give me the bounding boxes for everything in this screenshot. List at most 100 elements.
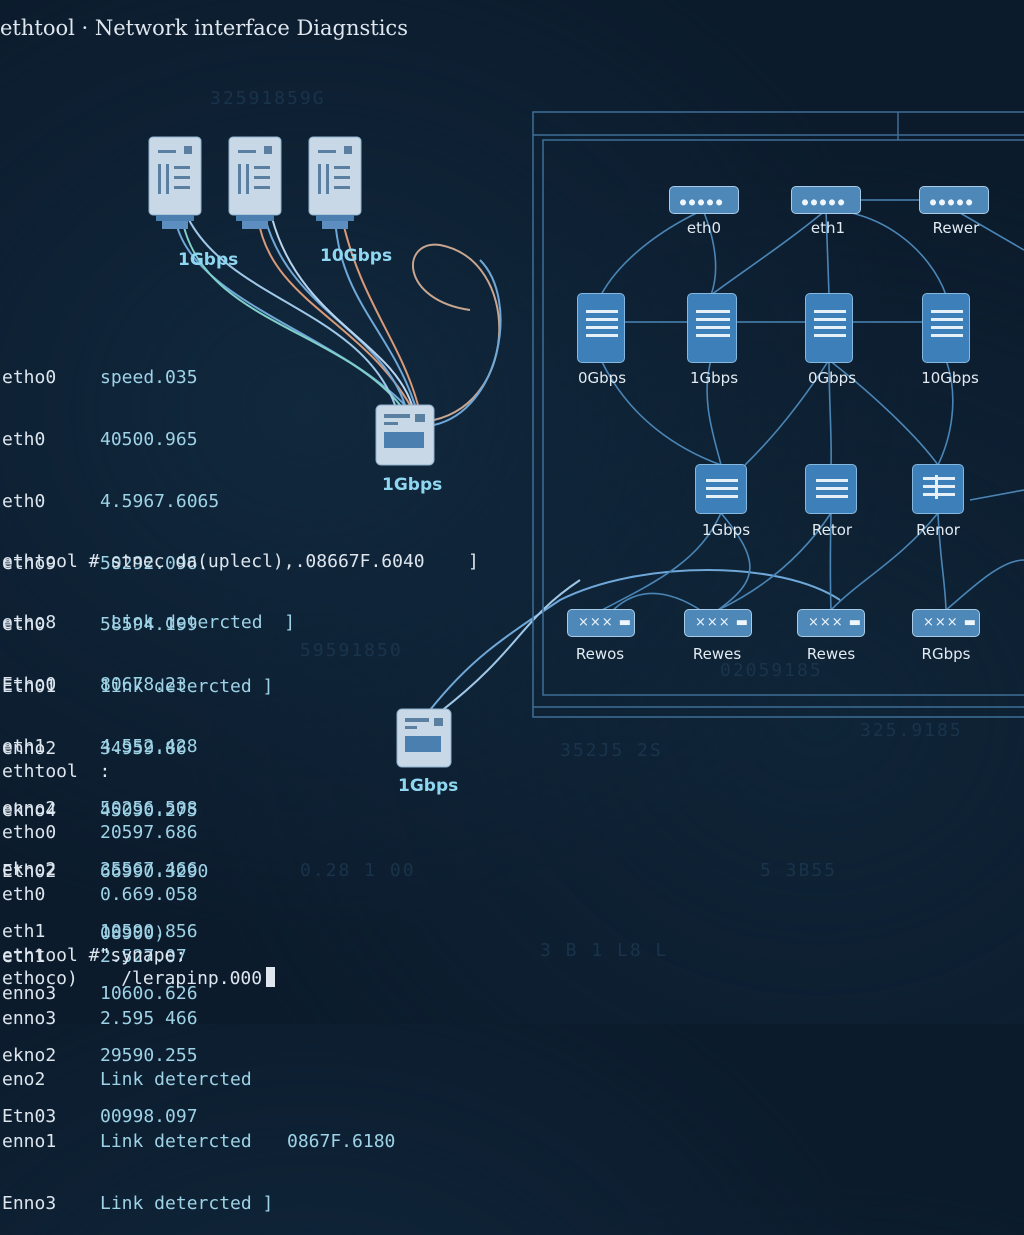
prompt-input-line[interactable]: ethoco) /lerapinp.000 [2, 967, 276, 989]
interface-row: etho9 50292.096. [2, 553, 208, 575]
interface-name: Enno3 [2, 1192, 57, 1214]
interface-value: 50256.508 [100, 797, 198, 819]
node-label: eth1 [810, 219, 846, 237]
interface-name: Eth02 [2, 861, 57, 883]
node-label: Rewes [692, 645, 742, 663]
interface-name: Etn01 [2, 676, 57, 698]
network-port-node[interactable]: ××× ▬ [684, 609, 752, 637]
interface-name: etho0 [2, 367, 57, 389]
port-x-icon: ××× ▬ [808, 615, 863, 630]
interface-row: enno1 Link detercted 0867F.6180 [2, 1131, 395, 1153]
router-icon[interactable] [805, 464, 857, 514]
node-label: 0Gbps [577, 369, 627, 387]
interface-name: eth0 [2, 490, 46, 512]
interface-value: 08900) [100, 923, 166, 945]
interface-value: 0.669.058 [100, 883, 198, 905]
server-icon [308, 136, 362, 229]
node-label: Rewer [932, 219, 980, 237]
interface-row: 08900) [2, 924, 165, 945]
switch-icon[interactable] [577, 293, 625, 363]
switch-icon[interactable] [687, 293, 737, 363]
router-icon[interactable] [912, 464, 964, 514]
interface-name: etho9 [2, 552, 57, 574]
network-hub-icon [375, 404, 435, 466]
network-port-node[interactable]: ●●●●● [919, 186, 989, 214]
interface-row: enno3 1060o.626 [2, 983, 198, 1005]
interface-row: eth1 2.527.07 [2, 946, 187, 968]
node-label: 10Gbps [921, 369, 979, 387]
interface-value: 35567.466 [100, 859, 198, 881]
interface-value: 58594.199 [100, 614, 198, 636]
background-code-glyph: 5 3B55 [760, 860, 838, 881]
background-code-glyph: 0.28 1 00 [300, 860, 416, 881]
interface-name: Etho0 [2, 673, 57, 695]
switch-icon[interactable] [922, 293, 970, 363]
port-x-icon: ××× ▬ [923, 615, 978, 630]
network-port-node[interactable]: ××× ▬ [567, 609, 635, 637]
interface-value: Link detercted [100, 1131, 252, 1153]
interface-name: enno2 [2, 737, 57, 759]
interface-value: 2.527.07 [100, 945, 187, 967]
port-x-icon: ××× ▬ [695, 615, 750, 630]
interface-row: etho8 Link detercted ] [2, 613, 295, 634]
interface-name: eth1 [2, 945, 46, 967]
server-icon [228, 136, 282, 229]
node-label: Retor [811, 521, 853, 539]
network-port-node[interactable]: ●●●●● [669, 186, 739, 214]
port-dots-icon: ●●●●● [930, 197, 976, 208]
prompt-text: ethoco) /lerapinp.000 [2, 968, 263, 989]
interface-row: etho0 speed.035 [2, 368, 198, 389]
text-cursor [266, 967, 276, 987]
node-label: RGbps [921, 645, 971, 663]
interface-value: Link detercted [100, 1069, 252, 1091]
interface-value: 66990.3290 [100, 861, 209, 883]
interface-name: enno3 [2, 1007, 57, 1029]
background-code-glyph: 32591859G [210, 88, 326, 109]
window-title: ethtool · Network interface Diagnstics [0, 16, 408, 40]
interface-value: 45090.275 [100, 799, 198, 821]
link-speed-label: 10Gbps [320, 246, 393, 266]
interface-value: 29590.255 [100, 1044, 198, 1066]
node-label: Rewes [806, 645, 856, 663]
interface-name: ekno2 [2, 859, 57, 881]
interface-row: eno2 Link detercted [2, 1070, 252, 1091]
interface-name: eno2 [2, 1069, 46, 1091]
interface-name: enno3 [2, 982, 57, 1004]
router-icon[interactable] [695, 464, 747, 514]
network-port-node[interactable]: ●●●●● [791, 186, 861, 214]
interface-name: eth1 [2, 735, 46, 757]
command-line: ethtool # stnec da(uplecl),.08667F.6040 … [2, 551, 479, 572]
network-device-icon [396, 708, 452, 768]
interface-name: enno2 [2, 797, 57, 819]
interface-extra-value: 0867F.6180 [287, 1131, 396, 1153]
interface-value: 50292.096. [100, 552, 209, 574]
interface-value: 34959.86 [100, 737, 187, 759]
interface-name: eth0 [2, 428, 46, 450]
network-port-node[interactable]: ××× ▬ [912, 609, 980, 637]
port-dots-icon: ●●●●● [680, 197, 726, 208]
node-label: Renor [916, 521, 960, 539]
interface-value: speed.035 [100, 367, 198, 389]
command-line: ethtool : [2, 761, 111, 782]
interface-value: 80678.23 [100, 673, 187, 695]
interface-value: 20597.686 [100, 822, 198, 844]
background-code-glyph: 3 B 1 L8 L [540, 940, 669, 961]
interface-name: enno1 [2, 1131, 57, 1153]
port-x-icon: ××× ▬ [578, 615, 633, 630]
node-label: Rewos [575, 645, 625, 663]
interface-name: eth0 [2, 883, 46, 905]
network-port-node[interactable]: ××× ▬ [797, 609, 865, 637]
interface-row: Etho0 80678.23 [2, 674, 187, 696]
background-code-glyph: 352J5 2S [560, 740, 663, 761]
interface-value: 1060o.626 [100, 982, 198, 1004]
switch-icon[interactable] [805, 293, 853, 363]
